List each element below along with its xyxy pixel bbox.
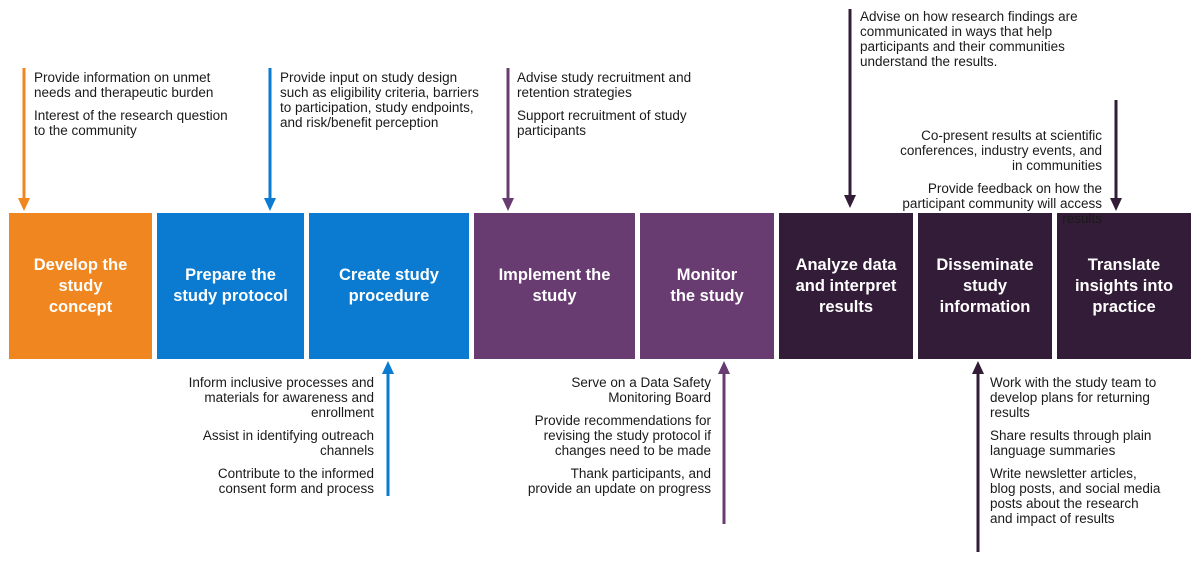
annotation-disseminate-info: Work with the study team to develop plan… (990, 375, 1162, 526)
annotation-item: Share results through plain language sum… (990, 428, 1152, 458)
annotation-monitor-study: Serve on a Data Safety Monitoring Board … (527, 375, 711, 496)
annotation-develop-concept: Provide information on unmet needs and t… (34, 70, 239, 138)
arrow-up-create-procedure (382, 361, 394, 496)
arrow-down-analyze-data (844, 9, 856, 208)
annotation-item: Provide recommendations for revising the… (534, 413, 711, 458)
annotation-translate-insights: Co-present results at scientific confere… (895, 128, 1102, 226)
stage-label: Disseminate study information (936, 255, 1034, 316)
stage-label: Translate insights into practice (1074, 255, 1174, 316)
annotation-item: Advise on how research findings are comm… (860, 9, 1078, 69)
arrow-down-prepare-protocol (264, 68, 276, 211)
annotation-item: Contribute to the informed consent form … (217, 466, 374, 496)
annotation-item: Assist in identifying outreach channels (202, 428, 374, 458)
stage-monitor-study: Monitor the study (640, 213, 774, 359)
annotation-item: Write newsletter articles, blog posts, a… (990, 466, 1161, 526)
annotation-item: Inform inclusive processes and materials… (188, 375, 374, 420)
stage-disseminate-info: Disseminate study information (918, 213, 1052, 359)
arrow-up-disseminate-info (972, 361, 984, 552)
annotation-item: Work with the study team to develop plan… (990, 375, 1157, 420)
stage-implement-study: Implement the study (474, 213, 635, 359)
annotation-item: Co-present results at scientific confere… (900, 128, 1102, 173)
annotation-item: Provide feedback on how the participant … (902, 181, 1102, 226)
stage-create-procedure: Create study procedure (309, 213, 469, 359)
stage-label: Develop the study concept (33, 255, 128, 316)
annotation-item: Serve on a Data Safety Monitoring Board (571, 375, 711, 405)
arrow-down-translate-insights (1110, 100, 1122, 211)
annotation-item: Support recruitment of study participant… (517, 108, 687, 138)
annotation-create-procedure: Inform inclusive processes and materials… (180, 375, 374, 496)
stage-label: Prepare the study protocol (173, 266, 288, 305)
annotation-item: Advise study recruitment and retention s… (517, 70, 692, 100)
stage-translate-insights: Translate insights into practice (1057, 213, 1191, 359)
annotation-item: Provide input on study design such as el… (280, 70, 479, 130)
stage-label: Create study procedure (339, 266, 439, 305)
annotation-item: Interest of the research question to the… (34, 108, 228, 138)
annotation-item: Thank participants, and provide an updat… (527, 466, 711, 496)
stage-analyze-data: Analyze data and interpret results (779, 213, 913, 359)
arrow-down-develop-concept (18, 68, 30, 211)
stage-label: Monitor the study (670, 266, 744, 305)
annotation-prepare-protocol: Provide input on study design such as el… (280, 70, 480, 130)
annotation-analyze-data: Advise on how research findings are comm… (860, 9, 1105, 69)
annotation-item: Provide information on unmet needs and t… (34, 70, 214, 100)
annotation-implement-study: Advise study recruitment and retention s… (517, 70, 717, 138)
stage-label: Implement the study (498, 266, 611, 305)
stage-develop-concept: Develop the study concept (9, 213, 152, 359)
arrow-up-monitor-study (718, 361, 730, 524)
arrow-down-implement-study (502, 68, 514, 211)
stage-label: Analyze data and interpret results (795, 255, 897, 316)
stage-prepare-protocol: Prepare the study protocol (157, 213, 304, 359)
